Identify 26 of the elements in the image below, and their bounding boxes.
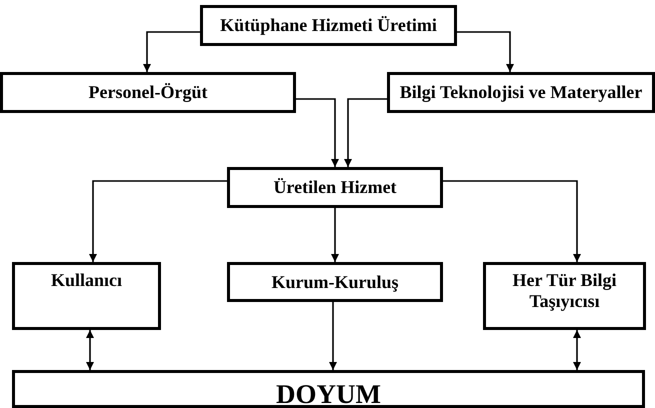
arrow (86, 330, 94, 370)
process-box (387, 72, 655, 113)
arrow (143, 31, 200, 72)
arrow (344, 98, 387, 167)
process-box (0, 72, 296, 113)
arrow (89, 180, 227, 262)
node-label: Kütüphane Hizmeti Üretimi (220, 15, 437, 36)
node-label: Bilgi Teknolojisi ve Materyaller (400, 82, 642, 103)
arrow (457, 31, 514, 72)
arrow (296, 98, 339, 167)
node-label: DOYUM (276, 383, 381, 405)
node-label: Kullanıcı (50, 270, 122, 291)
arrow (329, 302, 337, 370)
node-label: Kurum-Kuruluş (271, 272, 399, 292)
process-box (483, 262, 646, 330)
arrow (331, 208, 339, 262)
process-box (12, 370, 645, 408)
node-label: Personel-Örgüt (88, 82, 208, 103)
process-box (12, 262, 161, 330)
node-label: Her Tür Bilgi Taşıyıcısı (511, 270, 618, 312)
node-label: Üretilen Hizmet (273, 177, 397, 198)
process-box (227, 167, 443, 208)
arrow (443, 180, 581, 262)
process-box (200, 5, 457, 46)
arrow (573, 330, 581, 370)
process-box (227, 262, 443, 302)
